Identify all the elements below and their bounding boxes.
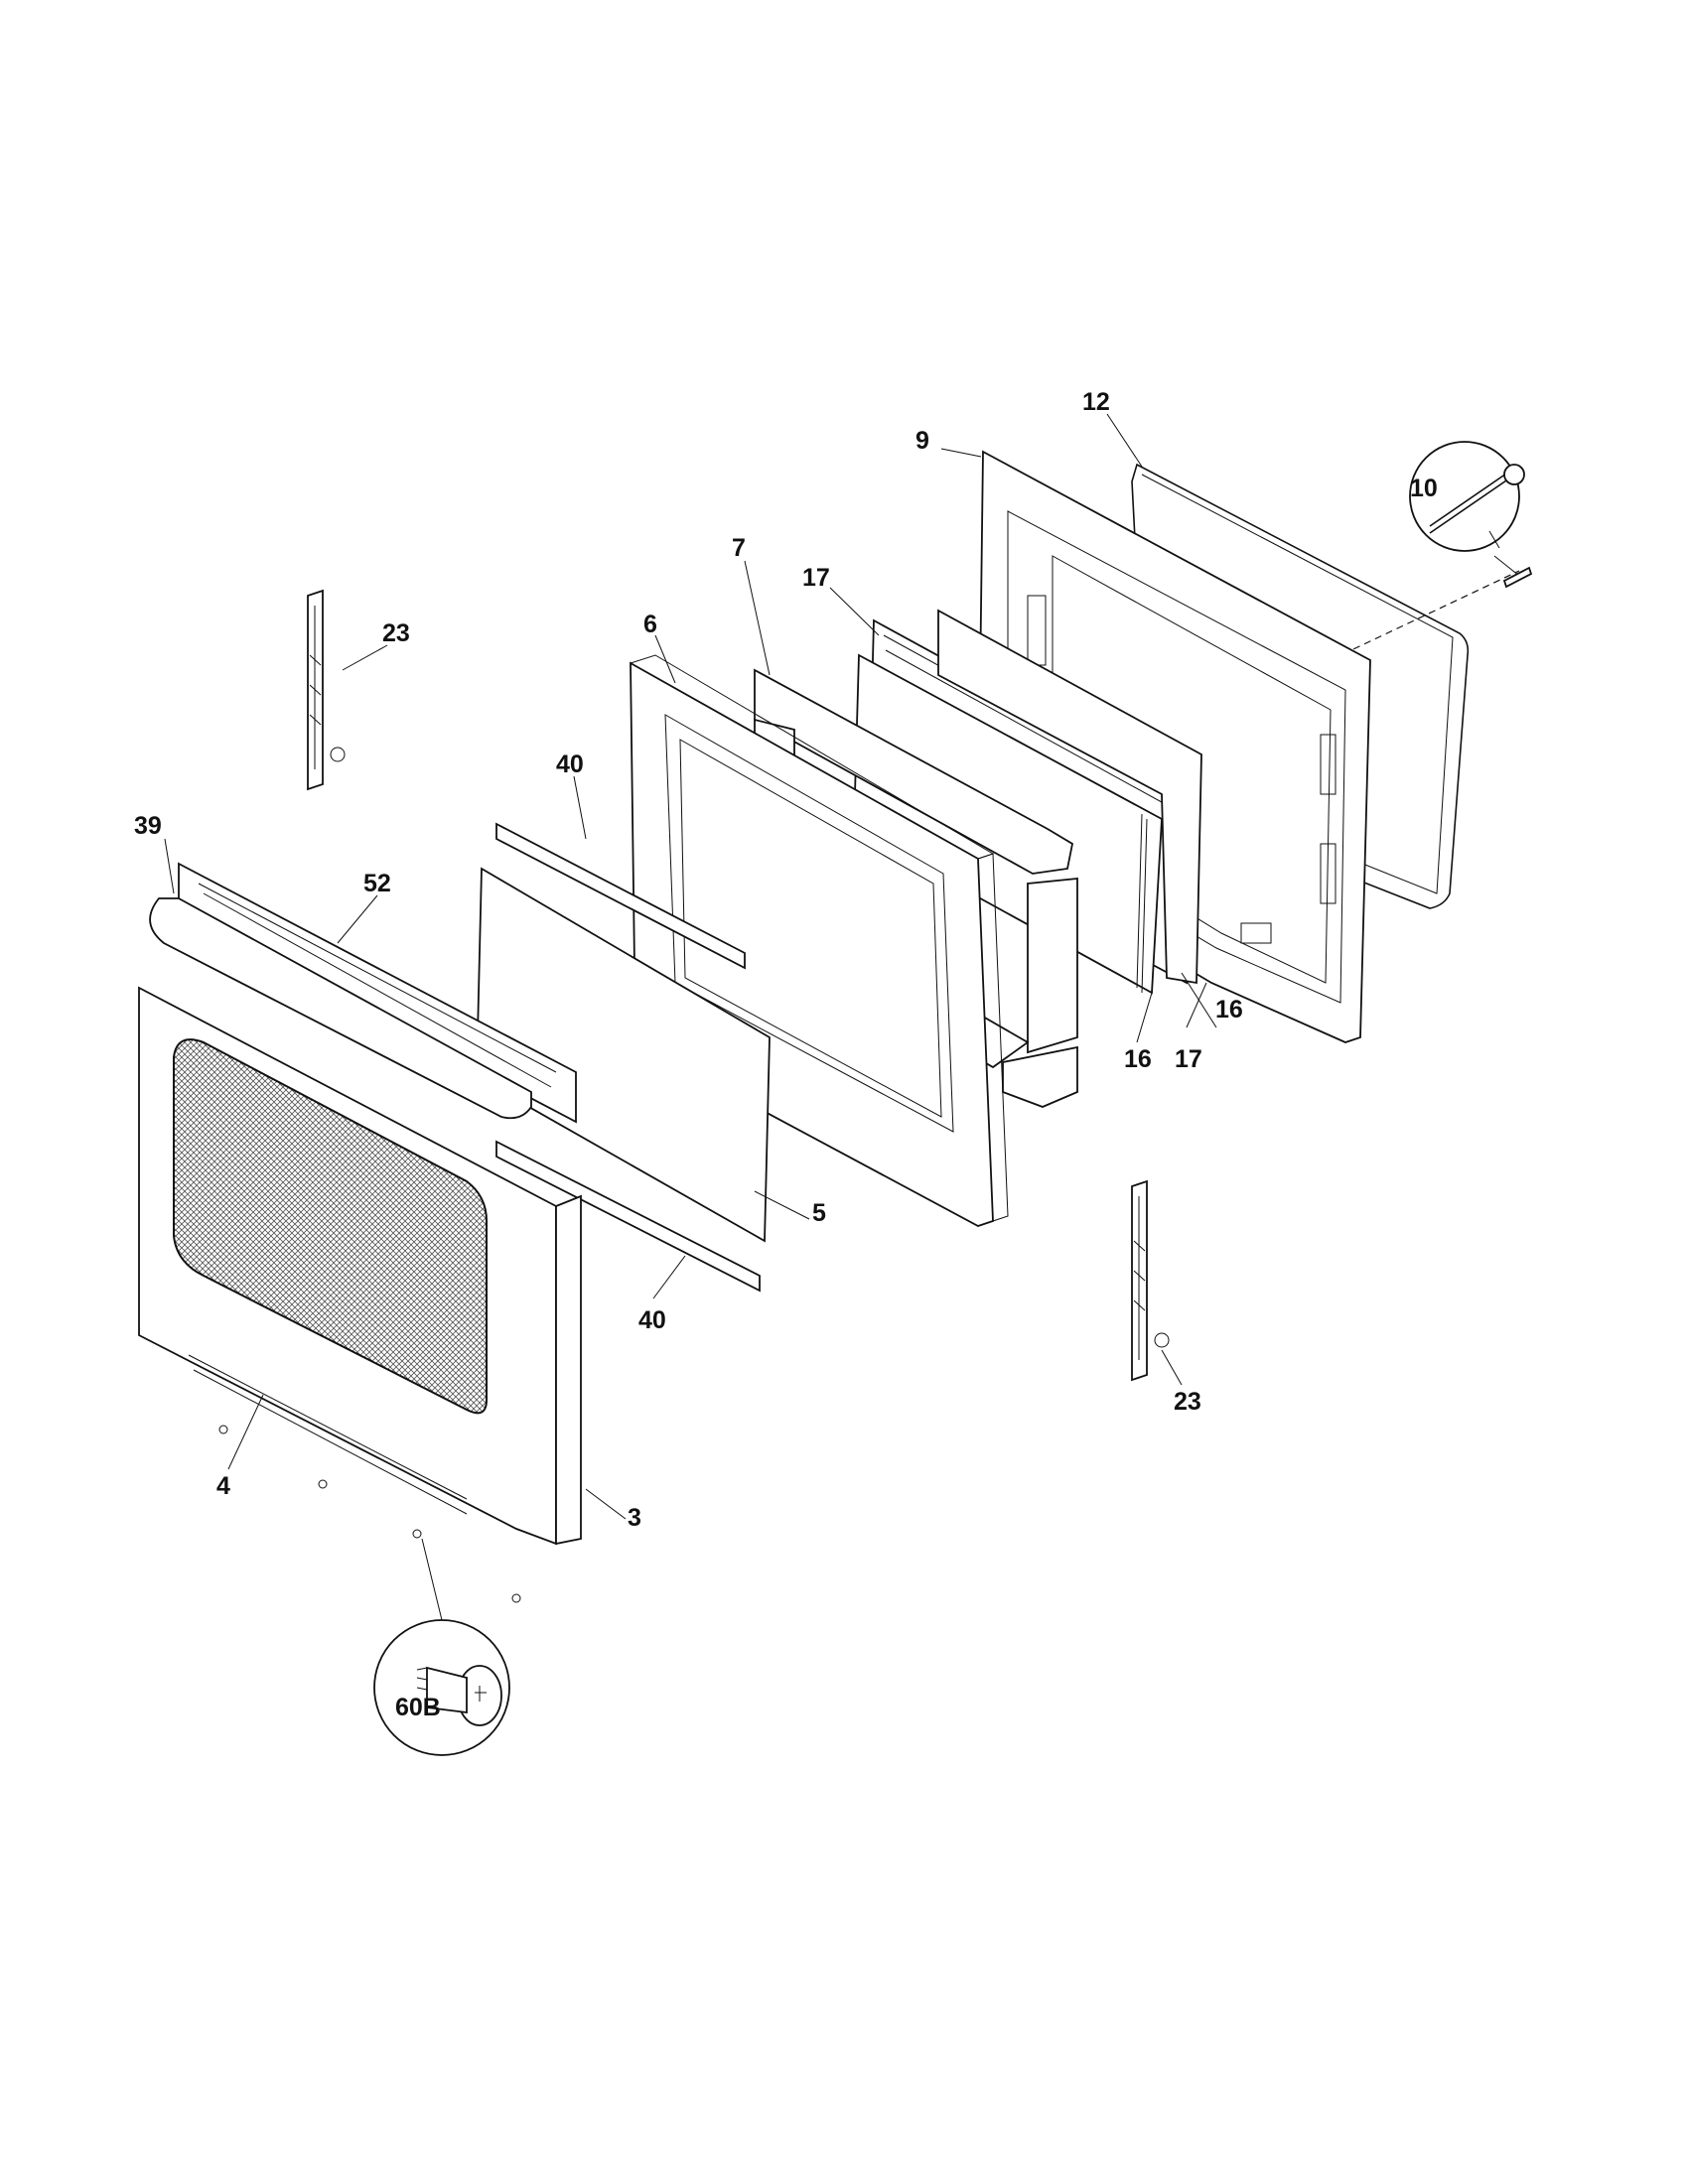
callout-16-right: 16 [1215, 996, 1243, 1024]
callout-40-top: 40 [556, 751, 584, 778]
callout-9: 9 [915, 427, 929, 455]
callout-12: 12 [1082, 388, 1110, 416]
callout-23-right: 23 [1174, 1388, 1201, 1416]
part-hinge-right [1131, 1179, 1170, 1382]
callout-40-bottom: 40 [638, 1306, 666, 1334]
part-handle [149, 897, 532, 1120]
callout-39: 39 [134, 812, 162, 840]
callout-5: 5 [812, 1199, 826, 1227]
callout-6: 6 [643, 611, 657, 638]
leader-lines [164, 413, 1500, 1621]
callout-17-top: 17 [802, 564, 830, 592]
part-lower-trim [188, 1354, 468, 1515]
callout-3: 3 [628, 1504, 641, 1532]
screws [218, 1425, 521, 1603]
callout-17-mid: 17 [1175, 1045, 1202, 1073]
callout-4: 4 [216, 1472, 230, 1500]
callout-23-left: 23 [382, 619, 410, 647]
callout-60B: 60B [395, 1694, 441, 1721]
callout-10: 10 [1410, 475, 1438, 502]
callouts: 12 9 10 7 17 23 6 40 39 52 16 16 17 5 40… [134, 388, 1438, 1721]
part-handle-trim [178, 862, 577, 1124]
part-outer-door-panel [138, 986, 582, 1546]
part-screw-detail [373, 1619, 510, 1756]
callout-16-mid: 16 [1124, 1045, 1152, 1073]
part-vent-channel-bottom [495, 1140, 761, 1293]
part-vent-channel-top [495, 822, 746, 970]
callout-52: 52 [363, 870, 391, 897]
part-hinge-left [307, 589, 346, 791]
part-glass-panel [476, 867, 771, 1243]
callout-7: 7 [732, 534, 746, 562]
part-pin-detail [1409, 441, 1533, 589]
